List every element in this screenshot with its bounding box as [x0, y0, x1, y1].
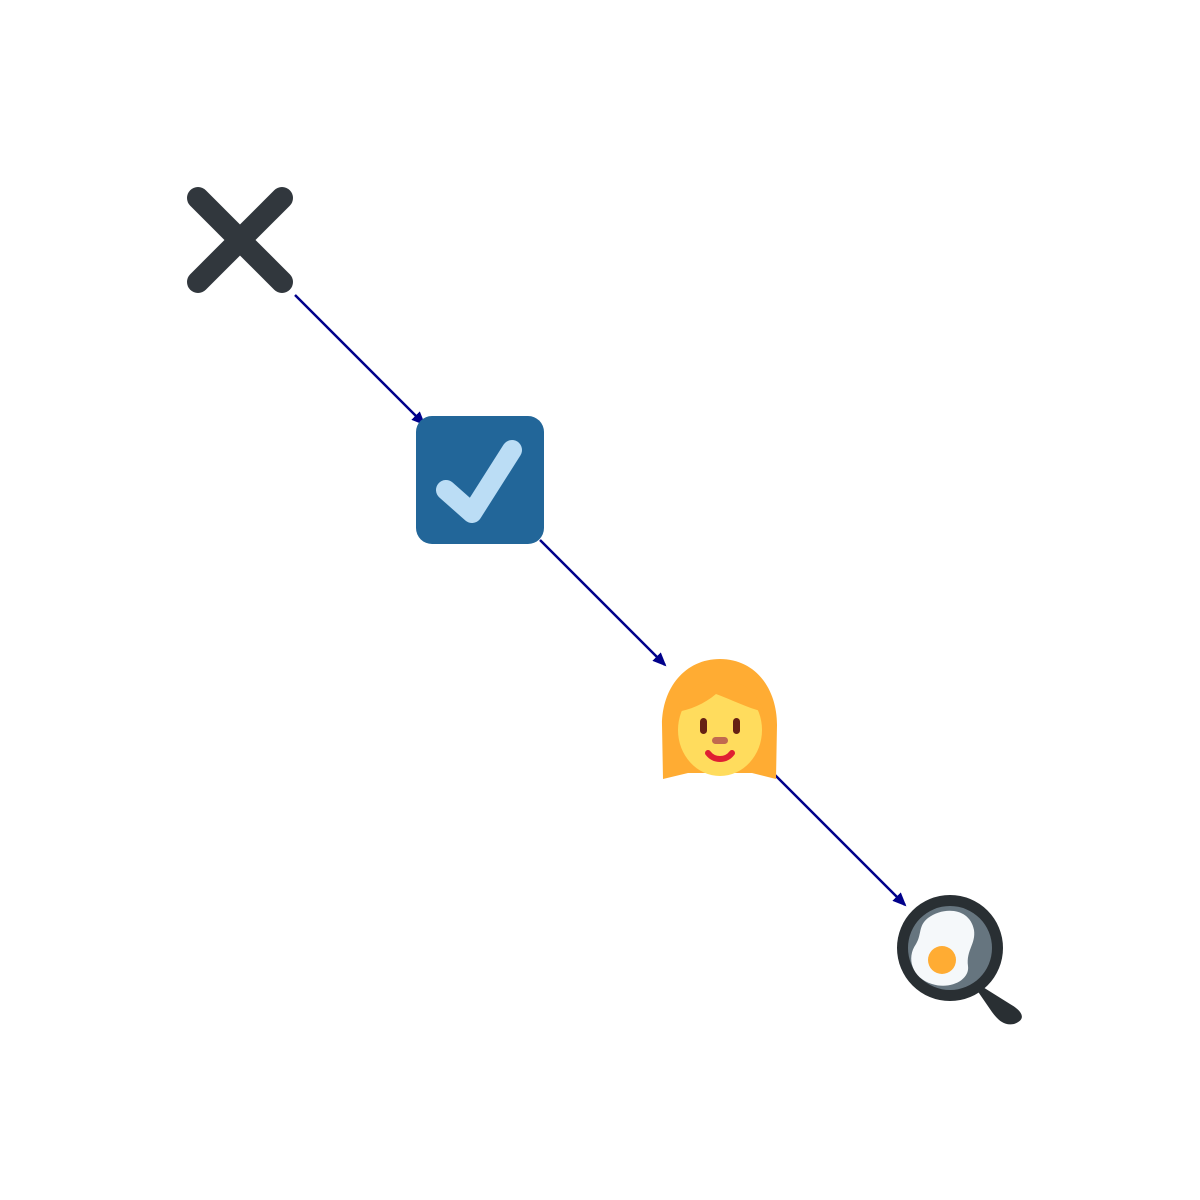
edge-woman-to-cooking — [774, 774, 907, 907]
cross-mark-icon — [187, 187, 293, 293]
check-box-icon — [416, 416, 544, 544]
woman-face-icon — [662, 659, 777, 779]
edge-check-to-woman — [539, 539, 667, 667]
frying-pan-egg-icon — [897, 895, 1022, 1025]
edge-cross-to-check — [294, 294, 426, 426]
